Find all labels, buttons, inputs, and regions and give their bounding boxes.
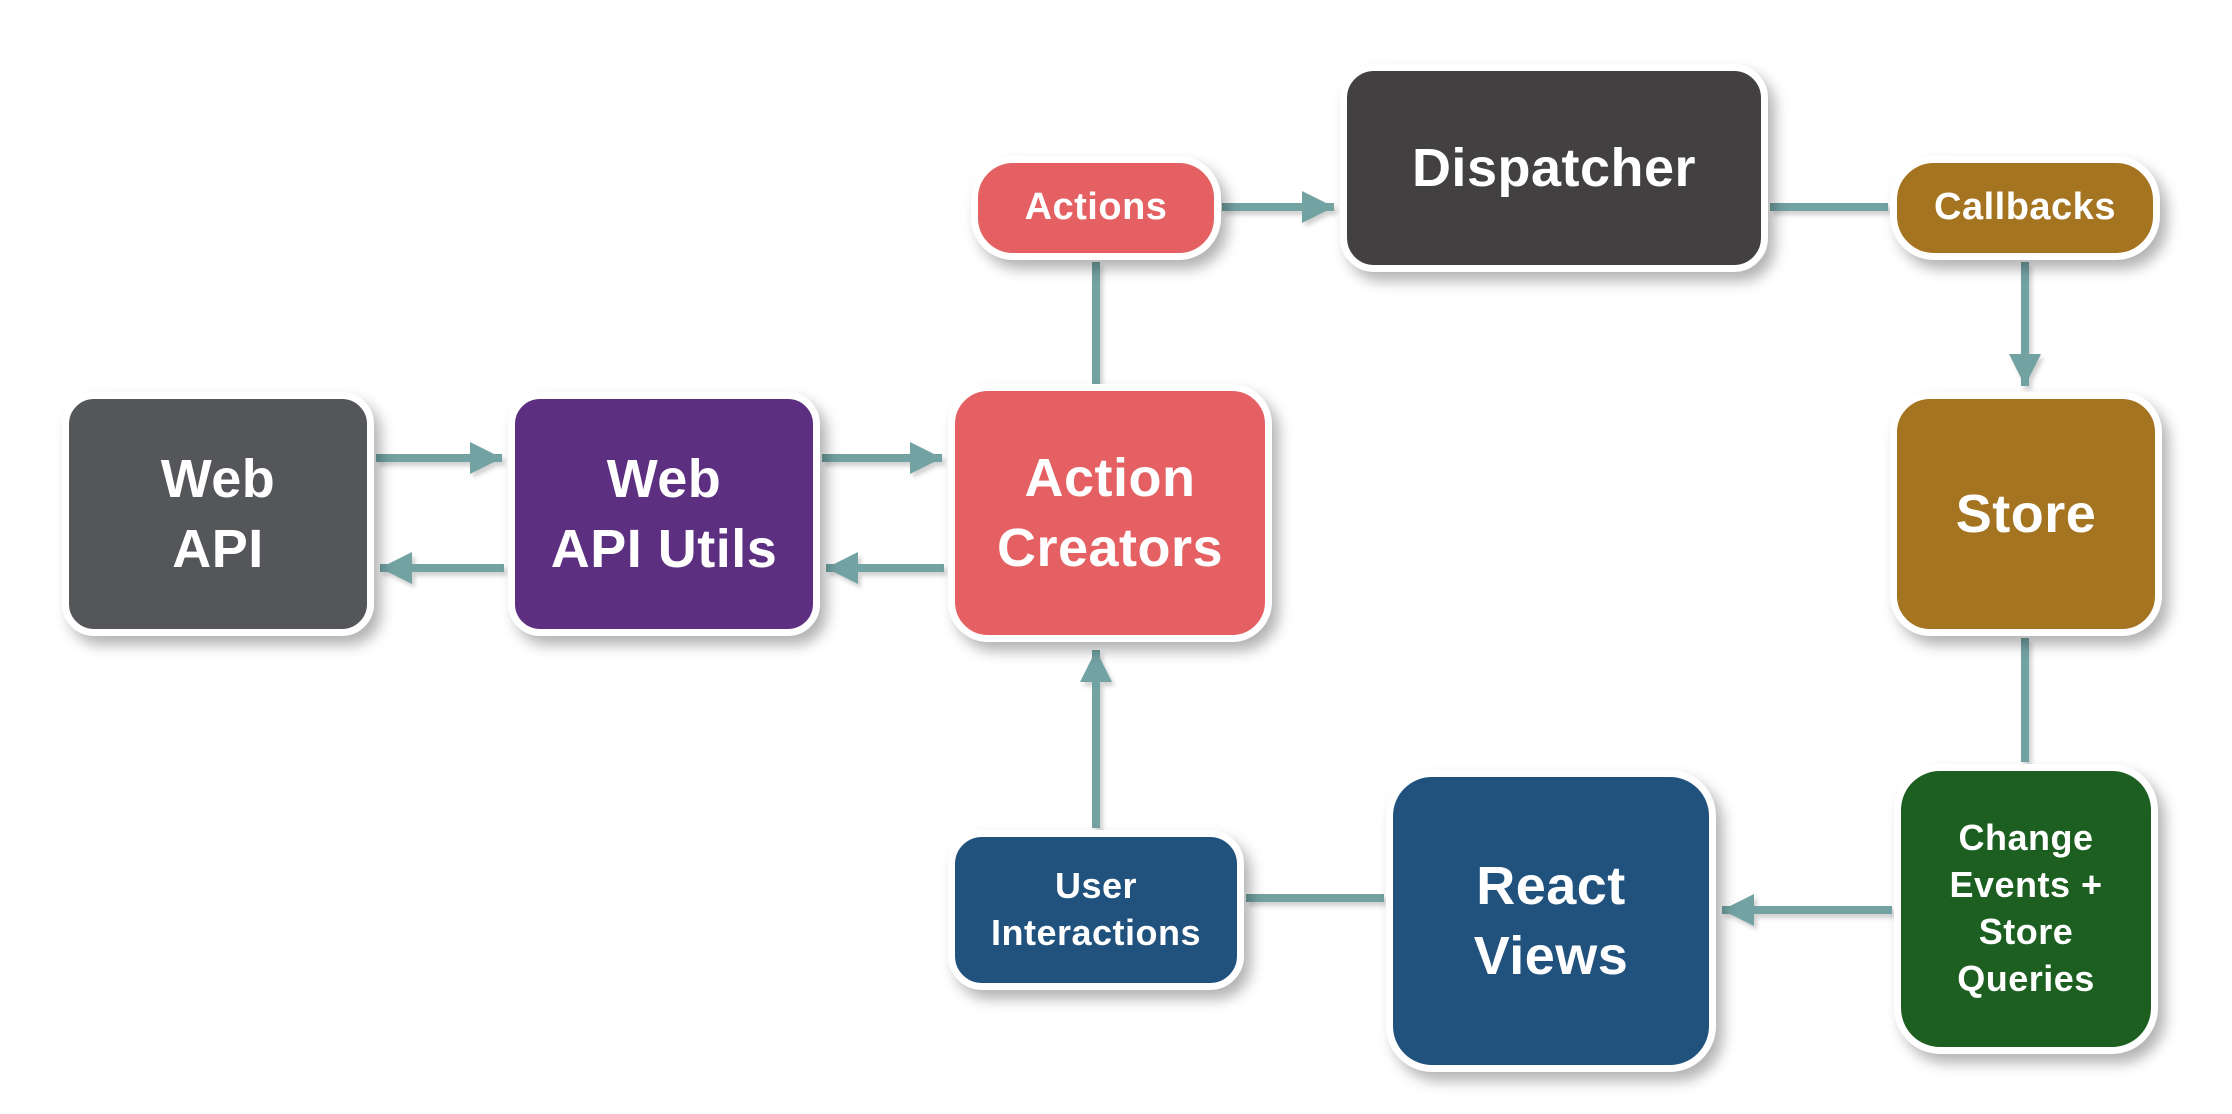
node-store: Store bbox=[1890, 392, 2162, 636]
node-actions-label: Actions bbox=[1024, 186, 1168, 229]
node-action-creators: Action Creators bbox=[948, 384, 1272, 642]
node-action-creators-label: Action Creators bbox=[996, 447, 1224, 578]
node-web-api-label: Web API bbox=[160, 448, 276, 579]
node-callbacks-label: Callbacks bbox=[1934, 186, 2116, 229]
node-user-interactions: User Interactions bbox=[948, 830, 1244, 990]
node-user-interactions-label: User Interactions bbox=[990, 865, 1202, 953]
node-change-events-store-queries: Change Events + Store Queries bbox=[1894, 764, 2158, 1054]
node-web-api: Web API bbox=[62, 392, 374, 636]
node-react-views-label: React Views bbox=[1473, 855, 1629, 986]
node-dispatcher-label: Dispatcher bbox=[1411, 137, 1697, 198]
node-web-api-utils: Web API Utils bbox=[508, 392, 820, 636]
node-web-api-utils-label: Web API Utils bbox=[550, 448, 778, 579]
node-dispatcher: Dispatcher bbox=[1340, 64, 1768, 272]
node-react-views: React Views bbox=[1386, 770, 1716, 1072]
node-change-events-store-queries-label: Change Events + Store Queries bbox=[1949, 817, 2103, 999]
node-callbacks: Callbacks bbox=[1890, 156, 2160, 260]
node-store-label: Store bbox=[1955, 483, 2097, 544]
node-actions: Actions bbox=[971, 156, 1221, 260]
